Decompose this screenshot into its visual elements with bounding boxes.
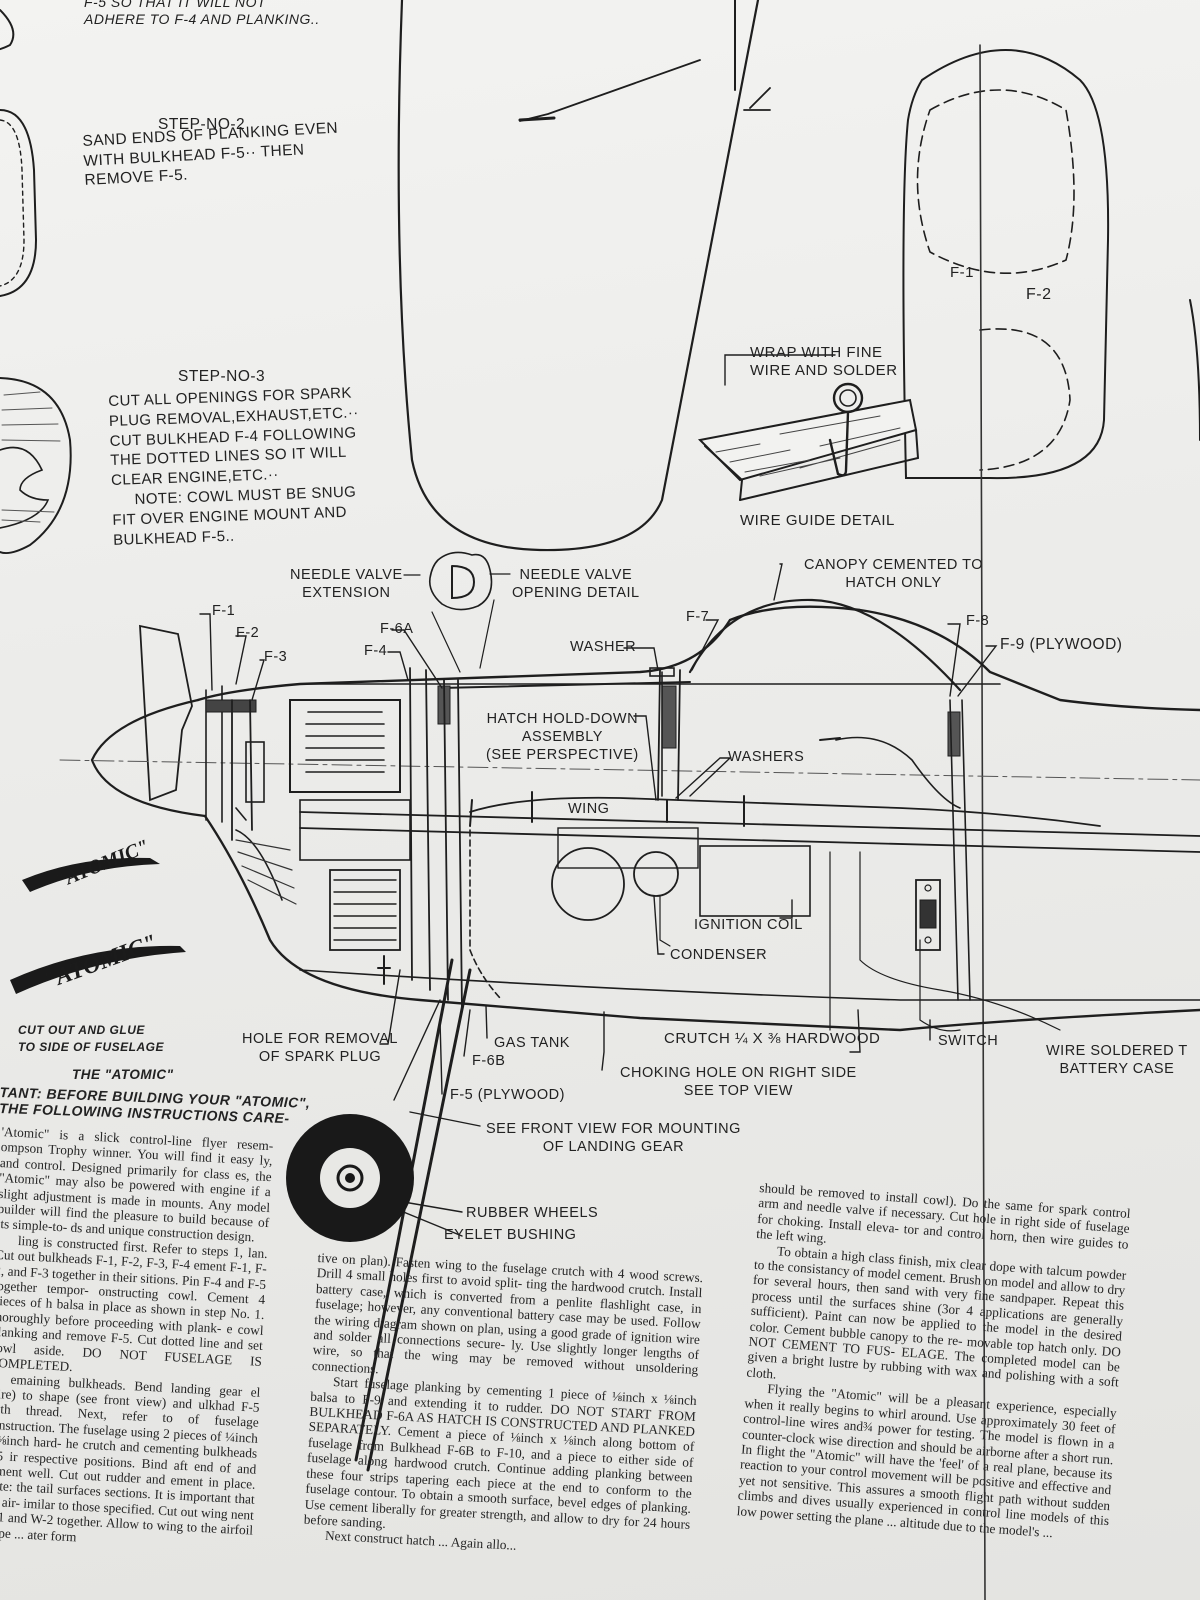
column1-paragraph-3: emaining bulkheads. Bend landing gear el… <box>0 1371 261 1545</box>
callout-f3: F-3 <box>264 649 288 665</box>
cowl-piece-mid <box>0 109 38 297</box>
atomic-heading: THE "ATOMIC" <box>72 1067 174 1082</box>
column2-paragraph-1: tive on plan). Fasten wing to the fusela… <box>311 1250 704 1378</box>
top-note: F-5 SO THAT IT WILL NOT ADHERE TO F-4 AN… <box>84 0 320 28</box>
wing-tip-outline <box>397 0 760 552</box>
callout-choking-hole: CHOKING HOLE ON RIGHT SIDE SEE TOP VIEW <box>620 1065 857 1099</box>
callout-wire-soldered: WIRE SOLDERED T BATTERY CASE <box>1046 1043 1188 1077</box>
decal-instruction: CUT OUT AND GLUE TO SIDE OF FUSELAGE <box>18 1023 164 1054</box>
top-note-line-1: F-5 SO THAT IT WILL NOT <box>84 0 267 10</box>
callout-f7: F-7 <box>686 609 710 625</box>
callout-f2: F-2 <box>236 625 260 641</box>
callout-switch: SWITCH <box>938 1033 999 1049</box>
callout-hole-spark-plug: HOLE FOR REMOVAL OF SPARK PLUG <box>242 1031 398 1065</box>
instructions-column-3: should be removed to install cowl). Do t… <box>731 1180 1131 1600</box>
cowl-piece-low <box>0 377 72 555</box>
column1-paragraph-2: ling is constructed first. Refer to step… <box>0 1232 268 1375</box>
step2-title: STEP-NO-2 <box>158 116 246 133</box>
callout-needle-valve-extension: NEEDLE VALVE EXTENSION <box>290 567 403 601</box>
callout-f5-plywood: F-5 (PLYWOOD) <box>450 1087 565 1103</box>
callout-front-view: SEE FRONT VIEW FOR MOUNTING OF LANDING G… <box>486 1121 741 1155</box>
needle-valve-opening-detail <box>428 551 493 611</box>
top-note-line-2: ADHERE TO F-4 AND PLANKING.. <box>84 11 320 27</box>
bulkhead-f2-label: F-2 <box>1026 286 1052 303</box>
fuselage-side-view <box>59 598 1200 1472</box>
wire-guide-drawing <box>697 354 920 501</box>
callout-rubber-wheels: RUBBER WHEELS <box>466 1205 599 1221</box>
instructions-column-1: 'Atomic" is a slick control-line flyer r… <box>0 1124 274 1600</box>
wheel-drawing <box>286 1114 414 1242</box>
callout-gas-tank: GAS TANK <box>494 1035 570 1051</box>
bulkhead-f1-label: F-1 <box>950 264 974 281</box>
callout-washer: WASHER <box>570 639 637 655</box>
callout-hatch-hold-down: HATCH HOLD-DOWN ASSEMBLY (SEE PERSPECTIV… <box>486 711 639 763</box>
callout-needle-valve-opening: NEEDLE VALVE OPENING DETAIL <box>512 567 640 601</box>
column3-paragraph-3: Flying the "Atomic" will be a pleasant e… <box>736 1381 1118 1540</box>
callout-eyelet-bushing: EYELET BUSHING <box>444 1227 577 1243</box>
callout-crutch: CRUTCH ¼ X ⅜ HARDWOOD <box>664 1030 881 1047</box>
callout-f1: F-1 <box>212 603 236 619</box>
atomic-decal-swooshes <box>10 857 186 994</box>
wire-guide-caption: WIRE GUIDE DETAIL <box>740 512 895 529</box>
callout-wing: WING <box>568 801 610 817</box>
callout-washers: WASHERS <box>728 749 805 765</box>
callout-f4: F-4 <box>364 643 388 659</box>
instructions-column-2: tive on plan). Fasten wing to the fusela… <box>300 1250 704 1600</box>
callout-f8: F-8 <box>966 613 990 629</box>
bulkhead-f1-outline <box>902 49 1110 480</box>
column3-paragraph-2: To obtain a high class finish, mix clear… <box>746 1243 1127 1390</box>
column1-paragraph-1: 'Atomic" is a slick control-line flyer r… <box>0 1124 274 1245</box>
callout-f9: F-9 (PLYWOOD) <box>1000 636 1123 653</box>
cowl-piece-top <box>0 9 15 51</box>
column2-paragraph-2: Start fuselage planking by cementing 1 p… <box>303 1374 698 1532</box>
wire-guide-wrap-label: WRAP WITH FINE WIRE AND SOLDER <box>750 344 898 379</box>
step3-body: CUT ALL OPENINGS FOR SPARK PLUG REMOVAL,… <box>108 384 359 549</box>
callout-f6a: F-6A <box>380 621 414 637</box>
callout-ignition-coil: IGNITION COIL <box>694 917 803 933</box>
callout-f6b: F-6B <box>472 1053 506 1069</box>
callout-canopy: CANOPY CEMENTED TO HATCH ONLY <box>804 557 984 591</box>
step3-title: STEP-NO-3 <box>178 368 266 385</box>
callout-condenser: CONDENSER <box>670 947 768 963</box>
